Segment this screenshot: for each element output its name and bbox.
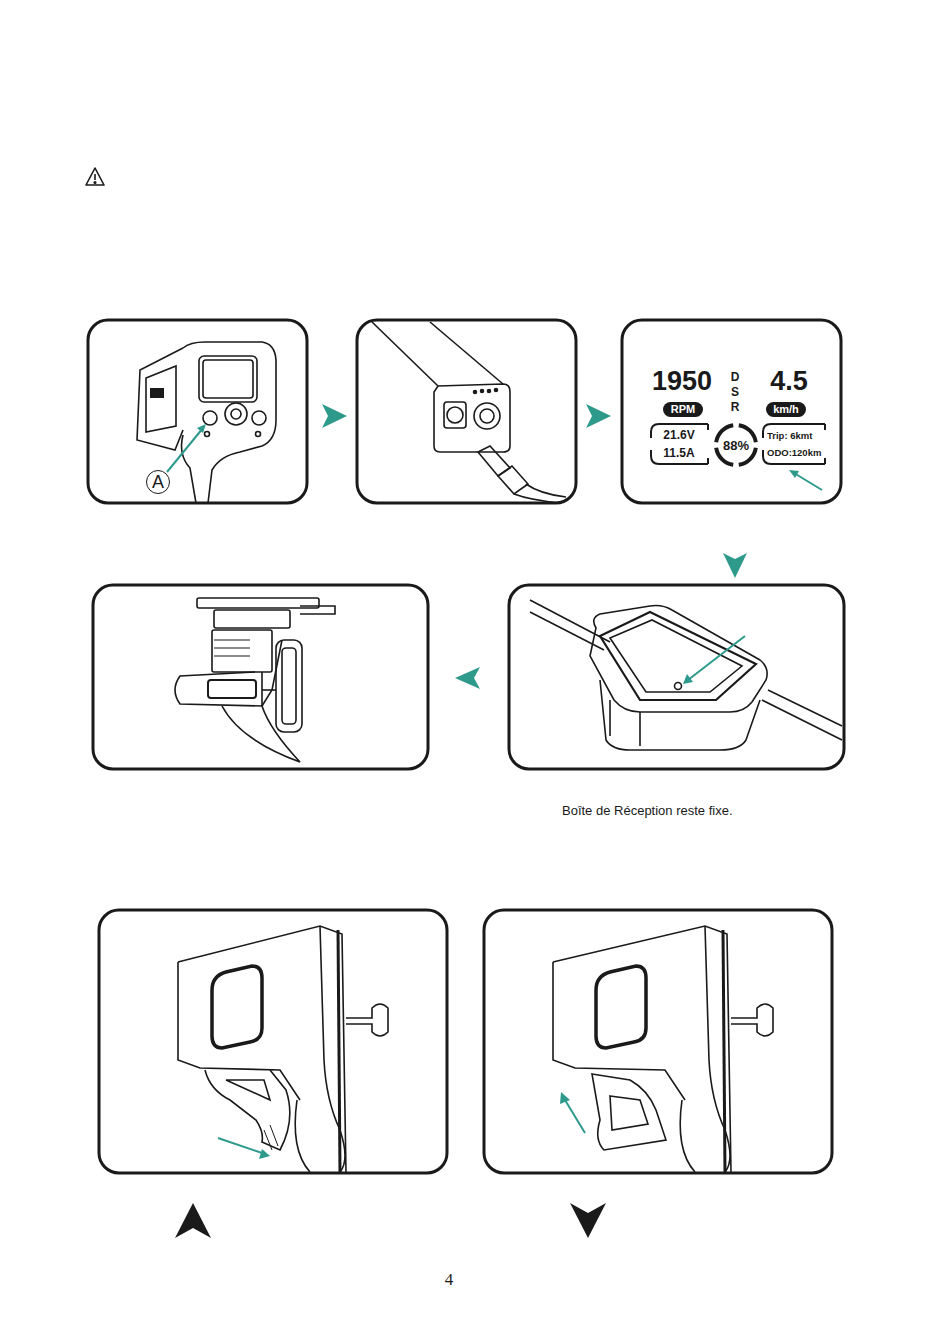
unit-pill: km/h: [766, 402, 806, 417]
leader-line: [688, 636, 745, 680]
unit-pill: RPM: [663, 402, 703, 417]
node-text: km/h: [773, 404, 799, 415]
battery-gauge: 88%: [713, 422, 759, 468]
release-arrow: [565, 1100, 585, 1133]
page-number: 4: [445, 1271, 454, 1288]
node-text: RPM: [671, 404, 695, 415]
remote-front: [137, 342, 276, 503]
leader-head: [789, 470, 799, 478]
remote-side: [178, 926, 388, 1172]
press-arrow: [218, 1138, 262, 1153]
caption-note: Boîte de Réception reste fixe.: [562, 804, 733, 817]
remote-side: [553, 926, 773, 1172]
leader-head: [197, 424, 206, 433]
gear-letter: R: [731, 401, 740, 413]
warning-icon: [86, 168, 104, 185]
gear-letter: D: [731, 371, 740, 383]
odometer-value: ODO:120km: [767, 448, 821, 458]
flow-arrows: [322, 404, 747, 689]
node-text: 88%: [723, 439, 749, 452]
battery: [372, 322, 566, 503]
voltage-value: 21.6V: [663, 429, 694, 441]
leader-head: [683, 674, 693, 684]
panel-frames: [88, 320, 844, 1173]
trip-value: Trip: 6kmt: [767, 431, 812, 441]
gear-letter: S: [731, 386, 739, 398]
receiver-box: [530, 600, 842, 750]
press-arrow-head: [259, 1149, 270, 1159]
speed-value: 4.5: [770, 368, 808, 395]
callout-letter: A: [146, 470, 170, 494]
display-brackets: [651, 424, 825, 464]
current-value: 11.5A: [663, 447, 694, 459]
rpm-value: 1950: [652, 368, 712, 395]
node-text: A: [152, 473, 164, 491]
motor: [175, 598, 335, 762]
leader-line: [167, 428, 203, 472]
direction-chevrons: [175, 1203, 606, 1238]
release-arrow-head: [560, 1092, 570, 1104]
leader-line: [794, 473, 822, 490]
